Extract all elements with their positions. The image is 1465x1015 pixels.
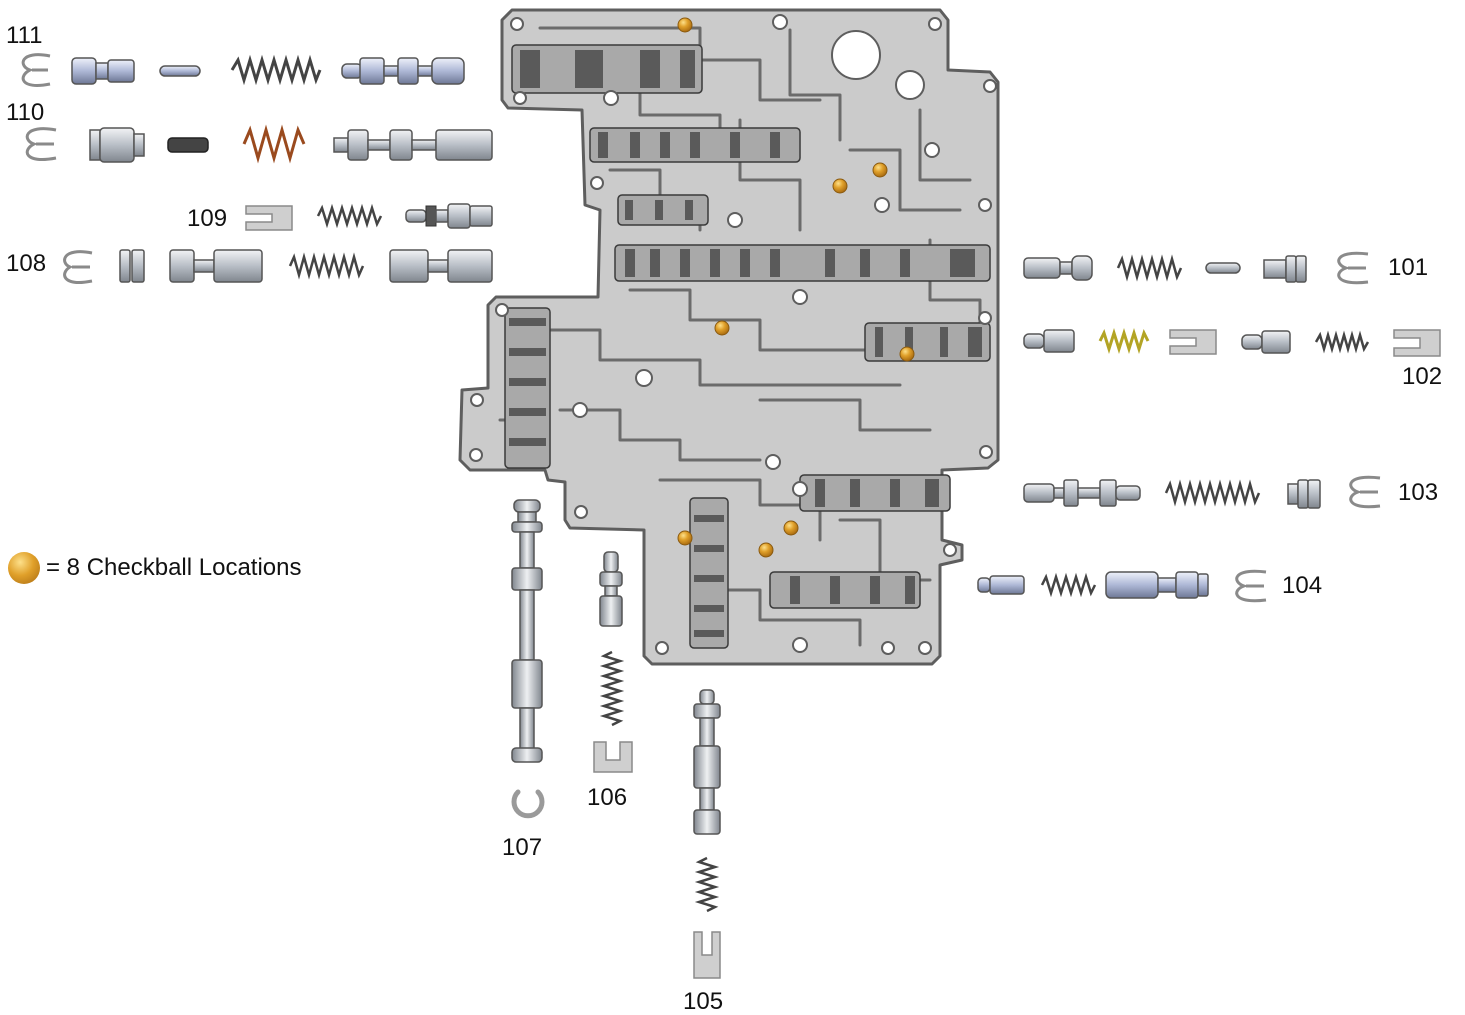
pin-101 bbox=[1205, 262, 1241, 274]
spring-108 bbox=[288, 252, 365, 280]
retainer-plate-102a bbox=[1169, 329, 1217, 355]
part-group-104 bbox=[977, 569, 1267, 603]
checkball-locations bbox=[677, 17, 915, 558]
part-group-105 bbox=[693, 689, 721, 979]
spring-109 bbox=[316, 203, 383, 229]
callout-109: 109 bbox=[187, 205, 228, 232]
checkball-icon bbox=[8, 552, 40, 584]
checkball-legend-text: = 8 Checkball Locations bbox=[46, 554, 302, 581]
spring-104 bbox=[1040, 572, 1097, 598]
plug-111 bbox=[71, 57, 135, 85]
valve-104b bbox=[1105, 571, 1209, 599]
part-group-108 bbox=[63, 249, 493, 284]
valve-105 bbox=[693, 689, 721, 835]
retainer-plate-109 bbox=[245, 205, 293, 231]
checkball-legend: = 8 Checkball Locations bbox=[8, 552, 302, 584]
part-group-101 bbox=[1023, 251, 1369, 285]
valve-111 bbox=[341, 57, 465, 85]
valve-109 bbox=[405, 203, 493, 229]
spring-103 bbox=[1164, 479, 1261, 507]
retainer-clip-108 bbox=[63, 250, 93, 284]
part-group-111 bbox=[21, 53, 465, 87]
part-group-107 bbox=[511, 499, 545, 819]
part-group-109 bbox=[245, 203, 493, 231]
retainer-clip-103 bbox=[1349, 475, 1381, 509]
valve-101 bbox=[1023, 255, 1093, 281]
valve-103 bbox=[1023, 479, 1141, 507]
callout-102: 102 bbox=[1402, 363, 1443, 390]
plug-103 bbox=[1287, 479, 1321, 509]
retainer-clip-110 bbox=[25, 127, 57, 161]
spring-111 bbox=[230, 54, 322, 86]
valve-106 bbox=[599, 551, 623, 627]
valve-108a bbox=[169, 249, 263, 283]
valve-110 bbox=[333, 129, 493, 161]
valve-104a bbox=[977, 575, 1025, 595]
spring-101 bbox=[1116, 254, 1183, 282]
part-group-106 bbox=[593, 551, 633, 773]
callout-105: 105 bbox=[683, 988, 724, 1015]
retainer-plate-102b bbox=[1393, 329, 1441, 357]
callout-111: 111 bbox=[6, 22, 43, 49]
plug-110 bbox=[89, 127, 145, 163]
part-group-102 bbox=[1023, 327, 1441, 357]
pin-110 bbox=[167, 137, 209, 153]
plug-101 bbox=[1263, 255, 1307, 283]
snap-ring-107 bbox=[511, 789, 545, 819]
valve-108b bbox=[389, 249, 493, 283]
retainer-clip-111 bbox=[21, 53, 51, 87]
callout-108: 108 bbox=[6, 250, 47, 277]
valve-102a bbox=[1023, 329, 1075, 353]
callout-103: 103 bbox=[1398, 479, 1439, 506]
callout-107: 107 bbox=[502, 834, 543, 861]
retainer-plate-106 bbox=[593, 741, 633, 773]
manual-valve-107 bbox=[511, 499, 543, 763]
spring-102a bbox=[1098, 327, 1150, 355]
retainer-clip-104 bbox=[1235, 569, 1267, 603]
retainer-clip-101 bbox=[1337, 251, 1369, 285]
callout-106: 106 bbox=[587, 784, 628, 811]
spring-105 bbox=[694, 856, 720, 913]
part-group-103 bbox=[1023, 475, 1381, 509]
retainer-plate-105 bbox=[693, 931, 721, 979]
valve-102b bbox=[1241, 330, 1291, 354]
plug-108 bbox=[119, 249, 145, 283]
pin-111 bbox=[159, 65, 201, 77]
spring-106 bbox=[599, 650, 625, 727]
valve-body bbox=[458, 8, 1000, 666]
part-group-110 bbox=[25, 124, 493, 164]
callout-101: 101 bbox=[1388, 254, 1429, 281]
spring-110 bbox=[242, 124, 306, 164]
spring-102b bbox=[1314, 330, 1370, 354]
callout-110: 110 bbox=[6, 99, 45, 126]
callout-104: 104 bbox=[1282, 572, 1323, 599]
